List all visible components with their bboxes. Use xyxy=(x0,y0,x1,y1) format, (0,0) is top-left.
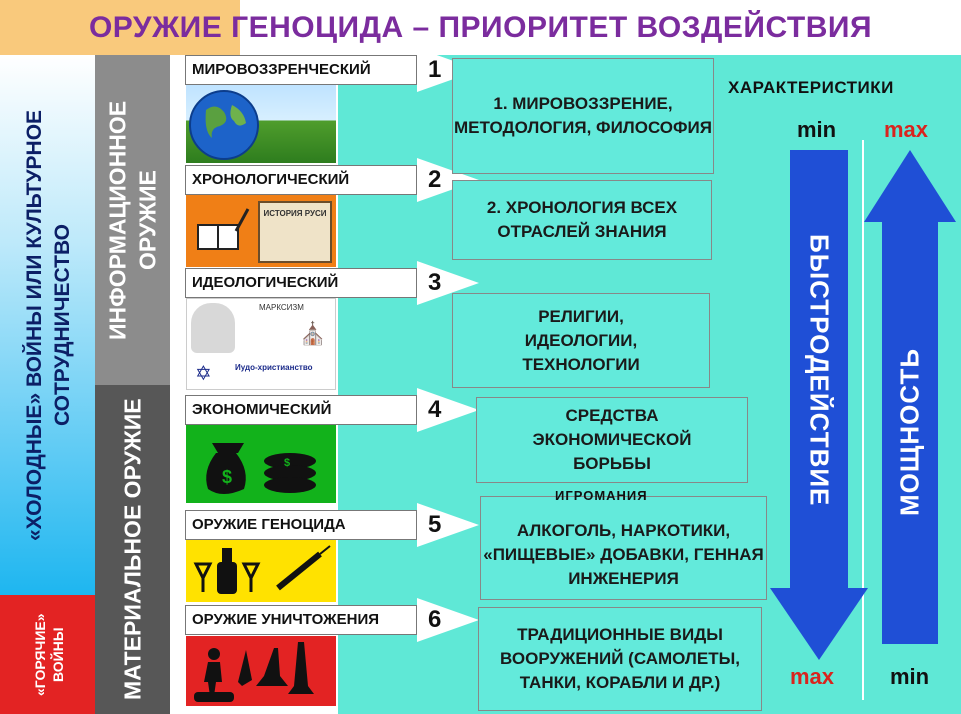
level-description-1: 1. МИРОВОЗЗРЕНИЕ, МЕТОДОЛОГИЯ, ФИЛОСОФИЯ xyxy=(452,58,714,174)
power-label: МОЩНОСТЬ xyxy=(882,220,938,644)
level-label-destruction: ОРУЖИЕ УНИЧТОЖЕНИЯ xyxy=(185,605,417,635)
level-label-economic: ЭКОНОМИЧЕСКИЙ xyxy=(185,395,417,425)
level-description-2: 2. ХРОНОЛОГИЯ ВСЕХ ОТРАСЛЕЙ ЗНАНИЯ xyxy=(452,180,712,260)
arrow-4 xyxy=(417,388,479,432)
material-weapon-label: МАТЕРИАЛЬНОЕ ОРУЖИЕ xyxy=(95,385,170,714)
level-description-4: СРЕДСТВА ЭКОНОМИЧЕСКОЙ БОРЬБЫ xyxy=(476,397,748,483)
history-scroll: ИСТОРИЯ РУСИ xyxy=(258,201,332,263)
weapons-icon xyxy=(186,636,336,706)
level-label-chronological: ХРОНОЛОГИЧЕСКИЙ xyxy=(185,165,417,195)
destruction-picture xyxy=(186,636,336,706)
power-bottom-min: min xyxy=(890,664,929,690)
worldview-picture xyxy=(186,85,336,163)
level-description-5: АЛКОГОЛЬ, НАРКОТИКИ, «ПИЩЕВЫЕ» ДОБАВКИ, … xyxy=(480,496,767,600)
economy-picture: $ $ xyxy=(186,425,336,503)
svg-text:$: $ xyxy=(222,467,232,487)
speed-arrow-head xyxy=(770,588,868,660)
money-bag-icon: $ $ xyxy=(186,425,336,503)
portrait-icon xyxy=(191,303,235,353)
level-label-genocide: ОРУЖИЕ ГЕНОЦИДА xyxy=(185,510,417,540)
level-description-6: ТРАДИЦИОННЫЕ ВИДЫ ВООРУЖЕНИЙ (САМОЛЕТЫ, … xyxy=(478,607,762,711)
cold-war-label: «ХОЛОДНЫЕ» ВОЙНЫ ИЛИ КУЛЬТУРНОЕ СОТРУДНИ… xyxy=(4,60,94,590)
speed-bottom-max: max xyxy=(790,664,834,690)
gambling-label: ИГРОМАНИЯ xyxy=(555,488,648,503)
level-label-worldview: МИРОВОЗЗРЕНЧЕСКИЙ xyxy=(185,55,417,85)
level-label-ideological: ИДЕОЛОГИЧЕСКИЙ xyxy=(185,268,417,298)
power-top-max: max xyxy=(884,117,928,143)
arrow-5 xyxy=(417,503,479,547)
level-number-3: 3 xyxy=(428,269,441,297)
speed-top-min: min xyxy=(797,117,836,143)
alcohol-syringe-icon xyxy=(186,540,336,602)
level-number-5: 5 xyxy=(428,511,441,539)
characteristics-heading: ХАРАКТЕРИСТИКИ xyxy=(728,78,894,98)
star-of-david-icon: ✡ xyxy=(195,361,212,386)
svg-text:$: $ xyxy=(284,457,290,469)
ideology-picture: МАРКСИЗМ ✡ ⛪ Иудо-христианство xyxy=(186,298,336,390)
genocide-picture xyxy=(186,540,336,602)
level-number-2: 2 xyxy=(428,166,441,194)
judeo-label: Иудо-христианство xyxy=(235,363,313,372)
hot-war-label: «ГОРЯЧИЕ» ВОЙНЫ xyxy=(6,598,92,712)
arrow-6 xyxy=(417,598,479,642)
church-icon: ⛪ xyxy=(299,321,326,347)
level-number-6: 6 xyxy=(428,606,441,634)
speed-label: БЫСТРОДЕЙСТВИЕ xyxy=(790,150,848,590)
earth-icon xyxy=(186,85,336,163)
history-book-label: ИСТОРИЯ РУСИ xyxy=(260,209,330,218)
level-number-1: 1 xyxy=(428,56,441,84)
info-weapon-label: ИНФОРМАЦИОННОЕ ОРУЖИЕ xyxy=(95,55,170,385)
level-number-4: 4 xyxy=(428,396,441,424)
power-arrow-head xyxy=(864,150,956,222)
marxism-label: МАРКСИЗМ xyxy=(259,303,304,312)
page-title: ОРУЖИЕ ГЕНОЦИДА – ПРИОРИТЕТ ВОЗДЕЙСТВИЯ xyxy=(0,0,961,55)
history-picture: ИСТОРИЯ РУСИ xyxy=(186,195,336,267)
level-description-3: РЕЛИГИИ, ИДЕОЛОГИИ, ТЕХНОЛОГИИ xyxy=(452,293,710,388)
